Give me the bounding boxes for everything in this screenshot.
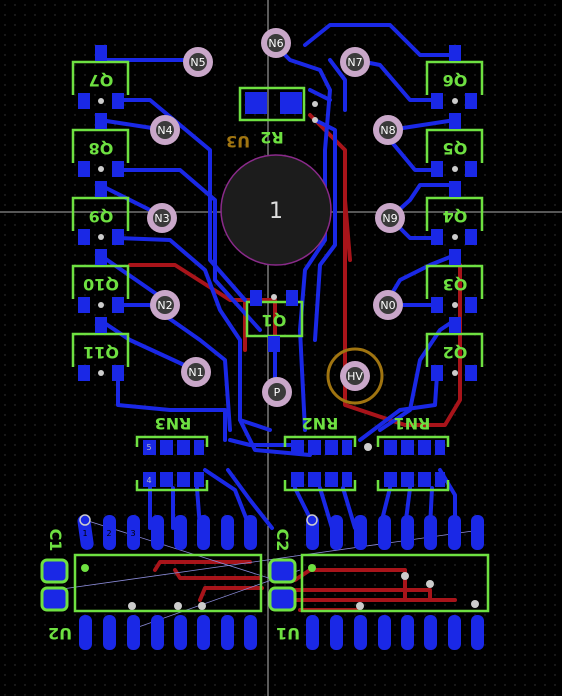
rn-label: RN3 — [155, 414, 192, 433]
transistor-label: Q11 — [83, 343, 119, 362]
tube-pin-label: 1 — [269, 199, 283, 224]
right-transistor-column: Q6 Q5 Q4 Q3 Q2 — [425, 45, 484, 381]
net-n7: N7 — [340, 47, 370, 77]
pin-number: 4 — [146, 476, 151, 485]
transistor-q10: Q10 — [71, 249, 130, 313]
net-label: N6 — [268, 37, 283, 50]
transistor-label: Q7 — [89, 71, 114, 90]
net-label: N8 — [380, 124, 395, 137]
transistor-label: Q8 — [89, 139, 114, 158]
net-n6: N6 — [261, 28, 291, 58]
ic-u2: 1 2 3 U2 — [48, 514, 263, 650]
left-transistor-column: Q7 Q8 Q9 Q10 Q11 — [71, 45, 130, 381]
resistor-label: R2 — [260, 128, 283, 147]
transistor-q6: Q6 — [425, 45, 484, 109]
transistor-q1: Q1 — [245, 290, 304, 352]
rn-label: RN1 — [394, 414, 431, 433]
net-label: N5 — [190, 56, 205, 69]
resistor-r2: R2 — [238, 86, 318, 147]
net-label: N9 — [382, 212, 397, 225]
net-label: N4 — [157, 124, 172, 137]
net-label: N3 — [154, 212, 169, 225]
transistor-label: Q1 — [262, 311, 287, 330]
pin-number: 2 — [106, 529, 111, 538]
capacitor-c1: C1 — [40, 529, 69, 612]
transistor-q5: Q5 — [425, 113, 484, 177]
transistor-label: Q5 — [443, 139, 468, 158]
net-n4: N4 — [150, 115, 180, 145]
net-hv: HV — [326, 347, 384, 405]
tube-u3: U3 1 — [220, 132, 332, 266]
pin-number: 3 — [130, 529, 135, 538]
transistor-label: Q9 — [89, 207, 114, 226]
transistor-q2: Q2 — [425, 317, 484, 381]
net-pads: N5 N4 N3 N2 N1 N6 N7 N8 N9 N0 P HV — [147, 28, 405, 407]
transistor-label: Q3 — [443, 275, 468, 294]
net-n9: N9 — [375, 203, 405, 233]
transistor-q9: Q9 — [71, 181, 130, 245]
ic-label: U1 — [276, 624, 300, 643]
resistor-network-rn3: RN3 5 4 — [135, 414, 209, 492]
net-label: N1 — [188, 366, 203, 379]
net-label: N7 — [347, 56, 362, 69]
capacitor-label: C1 — [46, 529, 65, 552]
transistor-q8: Q8 — [71, 113, 130, 177]
net-n2: N2 — [150, 290, 180, 320]
transistor-label: Q2 — [443, 343, 468, 362]
net-label: P — [274, 386, 281, 399]
capacitor-c2: C2 — [268, 529, 297, 612]
rn-label: RN2 — [302, 414, 339, 433]
net-n3: N3 — [147, 203, 177, 233]
capacitor-label: C2 — [273, 529, 292, 552]
transistor-q4: Q4 — [425, 181, 484, 245]
net-n0: N0 — [373, 290, 403, 320]
transistor-q3: Q3 — [425, 249, 484, 313]
transistor-q11: Q11 — [71, 317, 130, 381]
resistor-network-rn1: RN1 — [364, 414, 450, 492]
tube-label: U3 — [226, 132, 250, 151]
net-n8: N8 — [373, 115, 403, 145]
transistor-label: Q4 — [443, 207, 468, 226]
net-p: P — [262, 377, 292, 407]
ic-u1: U1 — [276, 514, 490, 650]
pin-number: 1 — [82, 529, 87, 538]
net-n1: N1 — [181, 357, 211, 387]
ic-label: U2 — [48, 624, 72, 643]
transistor-q7: Q7 — [71, 45, 130, 109]
net-label: N2 — [157, 299, 172, 312]
transistor-label: Q6 — [443, 71, 468, 90]
net-n5: N5 — [183, 47, 213, 77]
pin-number: 5 — [146, 443, 151, 452]
net-label: HV — [347, 370, 363, 383]
net-label: N0 — [380, 299, 395, 312]
transistor-label: Q10 — [83, 275, 119, 294]
resistor-network-rn2: RN2 — [283, 414, 357, 492]
